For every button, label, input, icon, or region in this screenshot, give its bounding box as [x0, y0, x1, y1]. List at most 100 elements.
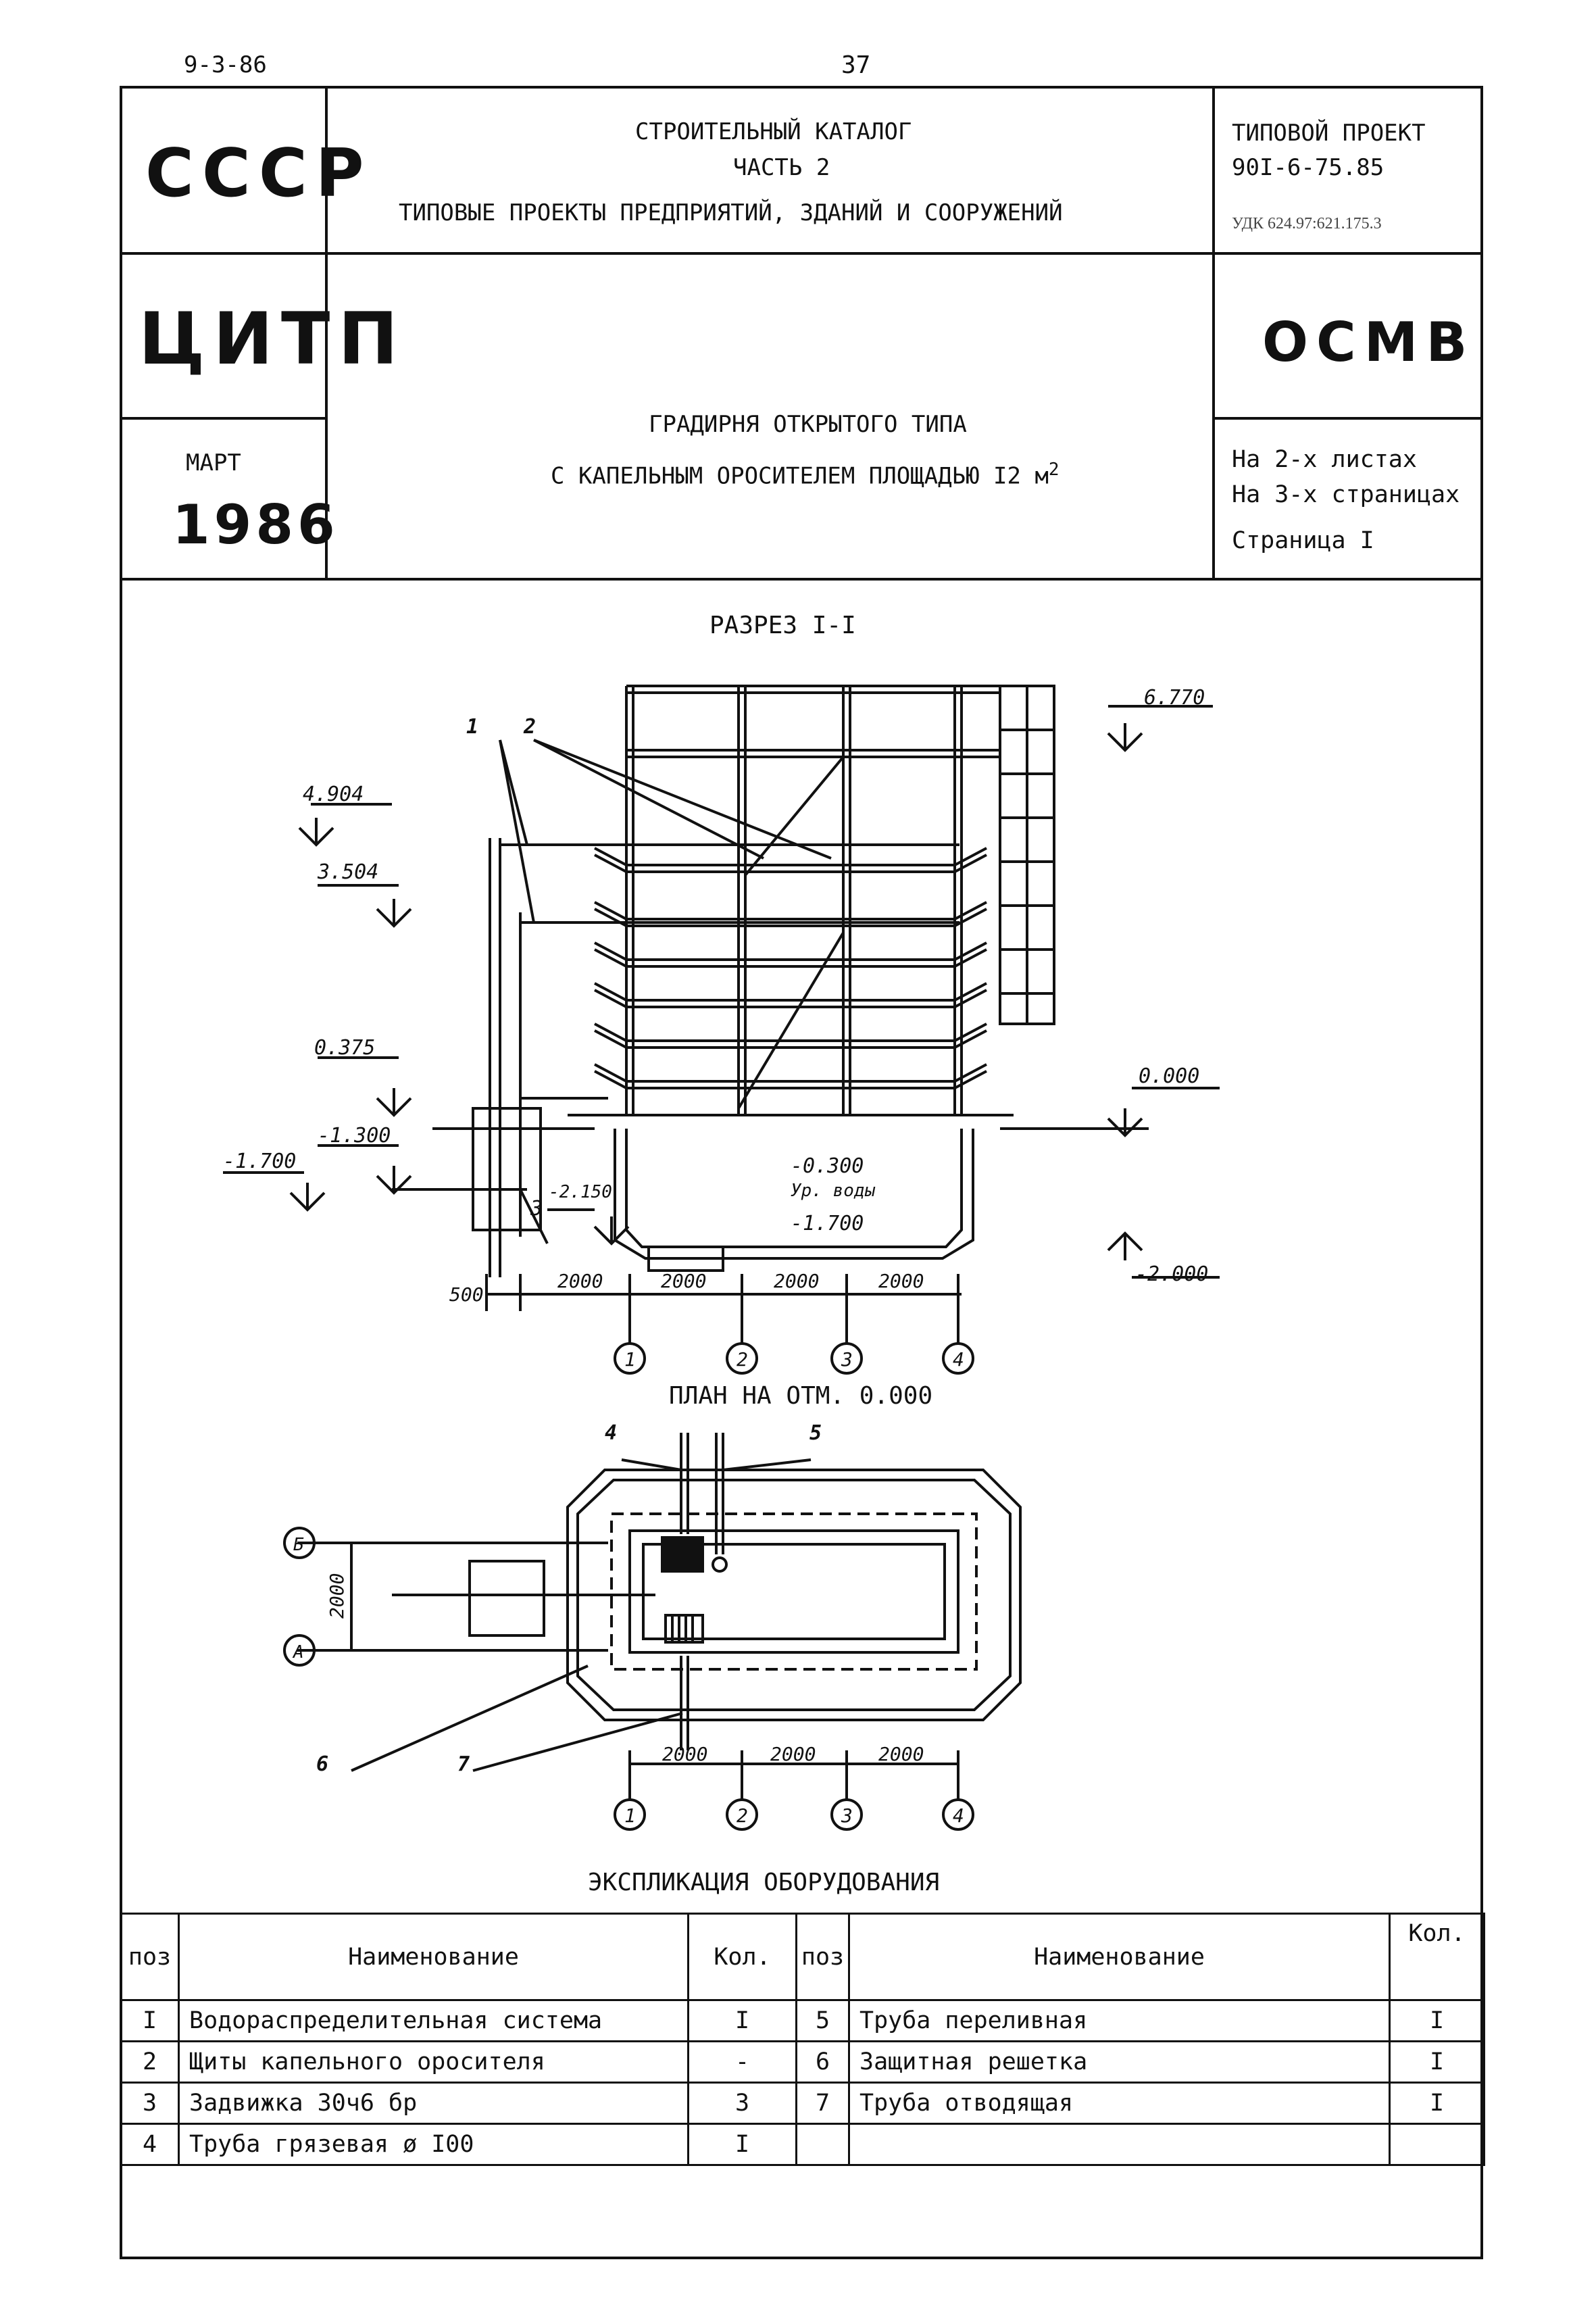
project-title-line1: ГРАДИРНЯ ОТКРЫТОГО ТИПА [649, 411, 967, 438]
equipment-table: поз Наименование Кол. поз Наименование К… [120, 1913, 1485, 2166]
water-level-label: Ур. воды [791, 1181, 876, 1201]
axis-2: 2 [737, 1348, 748, 1371]
page-frame [120, 86, 1483, 2259]
level-4904: 4.904 [303, 783, 364, 806]
row-name: Труба грязевая ø I00 [178, 2123, 689, 2166]
project-title-line2: С КАПЕЛЬНЫМ ОРОСИТЕЛЕМ ПЛОЩАДЬЮ I2 м2 [551, 460, 1059, 490]
code-sheets-line [1212, 417, 1483, 420]
row-name: Щиты капельного оросителя [178, 2040, 689, 2084]
callout-3: 3 [530, 1197, 543, 1221]
country-label: СССР [145, 135, 372, 212]
callout-1: 1 [466, 715, 478, 739]
series-code: ОСМВ [1262, 311, 1476, 374]
callout-2: 2 [523, 715, 536, 739]
org-label: ЦИТП [139, 297, 407, 380]
callout-6: 6 [316, 1752, 328, 1776]
plan-axis-4: 4 [953, 1804, 964, 1827]
dim-500: 500 [449, 1283, 484, 1306]
section-title: РАЗРЕЗ I-I [709, 612, 856, 639]
axis-3: 3 [841, 1348, 853, 1371]
table-row: I Водораспределительная система I 5 Труб… [120, 1999, 1485, 2042]
row-pos: 2 [120, 2040, 180, 2084]
pages-count: На 3-х страницах [1232, 481, 1460, 508]
row-pos: 6 [795, 2040, 850, 2084]
row-qty: I [1389, 2082, 1485, 2125]
row-pos: 5 [795, 1999, 850, 2042]
row-pos: I [120, 1999, 180, 2042]
row-qty: I [687, 2123, 797, 2166]
plan-dim-2000-c: 2000 [878, 1743, 924, 1765]
table-row: 3 Задвижка 30ч6 бр 3 7 Труба отводящая I [120, 2082, 1485, 2125]
row-name: Защитная решетка [848, 2040, 1391, 2084]
table-header-row: поз Наименование Кол. поз Наименование К… [120, 1913, 1485, 2001]
level-m2150: -2.150 [549, 1182, 612, 1202]
level-m1300: -1.300 [318, 1124, 391, 1148]
row-name: Труба переливная [848, 1999, 1391, 2042]
plan-dim-2000-a: 2000 [662, 1743, 707, 1765]
header-divider-right [1212, 86, 1215, 579]
header-row-line [120, 252, 1483, 255]
row-pos: 3 [120, 2082, 180, 2125]
header-qty-right: Кол. [1389, 1913, 1485, 2001]
level-m1700: -1.700 [223, 1150, 296, 1173]
row-qty: I [687, 1999, 797, 2042]
table-row: 2 Щиты капельного оросителя - 6 Защитная… [120, 2040, 1485, 2084]
level-m2000: -2.000 [1135, 1262, 1208, 1286]
row-name [848, 2123, 1391, 2166]
dim-2000-c: 2000 [774, 1270, 819, 1292]
plan-dim-2000-b: 2000 [770, 1743, 816, 1765]
level-0375: 0.375 [314, 1036, 375, 1060]
dim-2000-d: 2000 [878, 1270, 924, 1292]
equipment-title: ЭКСПЛИКАЦИЯ ОБОРУДОВАНИЯ [588, 1869, 940, 1896]
level-3504: 3.504 [317, 860, 378, 884]
row-name: Труба отводящая [848, 2082, 1391, 2125]
row-name: Задвижка 30ч6 бр [178, 2082, 689, 2125]
plan-axis-3: 3 [841, 1804, 853, 1827]
row-pos: 7 [795, 2082, 850, 2125]
catalog-part: ЧАСТЬ 2 [733, 154, 830, 181]
plan-axis-2: 2 [737, 1804, 748, 1827]
row-qty [1389, 2123, 1485, 2166]
row-qty: - [687, 2040, 797, 2084]
row-axis-b: Б [293, 1535, 304, 1555]
row-qty: 3 [687, 2082, 797, 2125]
udk-code: УДК 624.97:621.175.3 [1232, 215, 1382, 232]
sheets-count: На 2-х листах [1232, 446, 1417, 473]
document-code: 9-3-86 [184, 51, 267, 78]
row-qty: I [1389, 1999, 1485, 2042]
callout-5: 5 [809, 1421, 822, 1445]
level-m0300: -0.300 [791, 1154, 864, 1178]
page-label: Страница I [1232, 527, 1374, 554]
dim-2000-a: 2000 [557, 1270, 603, 1292]
axis-4: 4 [953, 1348, 964, 1371]
callout-7: 7 [457, 1752, 470, 1776]
page-number: 37 [841, 51, 871, 79]
level-m1700-basin: -1.700 [791, 1212, 864, 1235]
header-pos-right: поз [795, 1913, 850, 2001]
row-qty: I [1389, 2040, 1485, 2084]
plan-title: ПЛАН НА ОТМ. 0.000 [669, 1382, 933, 1410]
level-6770: 6.770 [1144, 686, 1205, 710]
header-qty-left: Кол. [687, 1913, 797, 2001]
level-0000: 0.000 [1139, 1064, 1199, 1088]
catalog-title: СТРОИТЕЛЬНЫЙ КАТАЛОГ [635, 118, 912, 145]
row-name: Водораспределительная система [178, 1999, 689, 2042]
row-pos [795, 2123, 850, 2166]
dim-2000-b: 2000 [661, 1270, 706, 1292]
row-axis-a: А [292, 1642, 304, 1663]
header-pos-left: поз [120, 1913, 180, 2001]
axis-1: 1 [624, 1348, 636, 1371]
issue-month: МАРТ [186, 449, 241, 476]
table-row: 4 Труба грязевая ø I00 I [120, 2123, 1485, 2166]
plan-side-dim: 2000 [326, 1573, 348, 1619]
project-number: 90I-6-75.85 [1232, 154, 1385, 181]
row-pos: 4 [120, 2123, 180, 2166]
org-date-line [120, 417, 326, 420]
header-name-left: Наименование [178, 1913, 689, 2001]
callout-4: 4 [605, 1421, 617, 1445]
project-label: ТИПОВОЙ ПРОЕКТ [1232, 120, 1426, 147]
catalog-subtitle: ТИПОВЫЕ ПРОЕКТЫ ПРЕДПРИЯТИЙ, ЗДАНИЙ И СО… [399, 199, 1063, 226]
header-name-right: Наименование [848, 1913, 1391, 2001]
